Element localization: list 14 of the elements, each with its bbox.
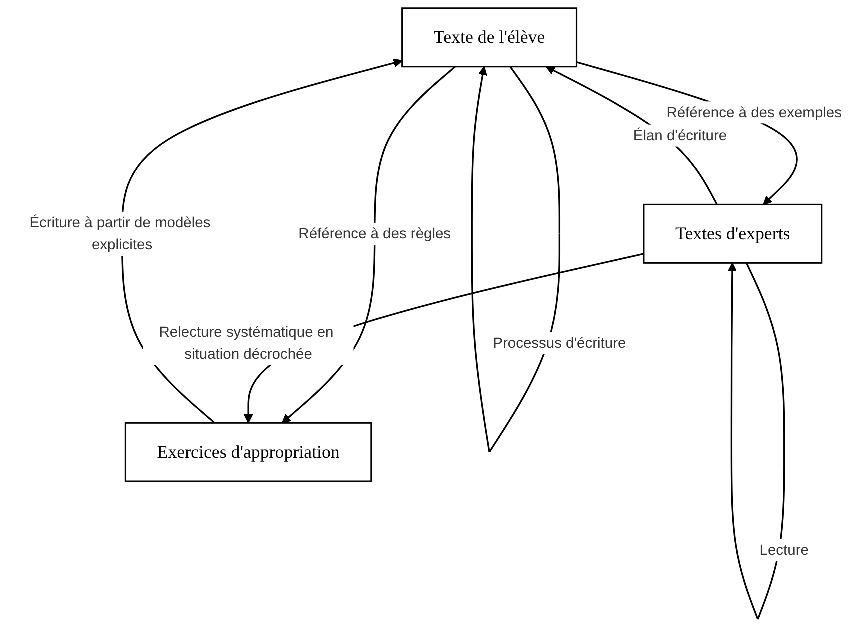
edge-label: Référence à des exemples xyxy=(666,104,842,121)
arrow xyxy=(576,62,798,206)
node-box: Exercices d'appropriation xyxy=(124,422,372,482)
edge-label: Écriture à partir de modèles explicites xyxy=(30,214,211,253)
node-box: Texte de l'élève xyxy=(402,8,578,68)
edge-label: Relecture systématique en situation décrochée xyxy=(159,323,334,362)
arrow xyxy=(121,58,403,424)
arrow xyxy=(282,66,456,424)
edge-label: Élan d'écriture xyxy=(633,126,728,144)
edge-label: Lecture xyxy=(760,542,809,558)
arrow xyxy=(244,253,644,424)
edge-label: Processus d'écriture xyxy=(493,334,626,352)
edge-label: Référence à des règles xyxy=(298,224,452,242)
node-box: Textes d'experts xyxy=(643,204,823,264)
